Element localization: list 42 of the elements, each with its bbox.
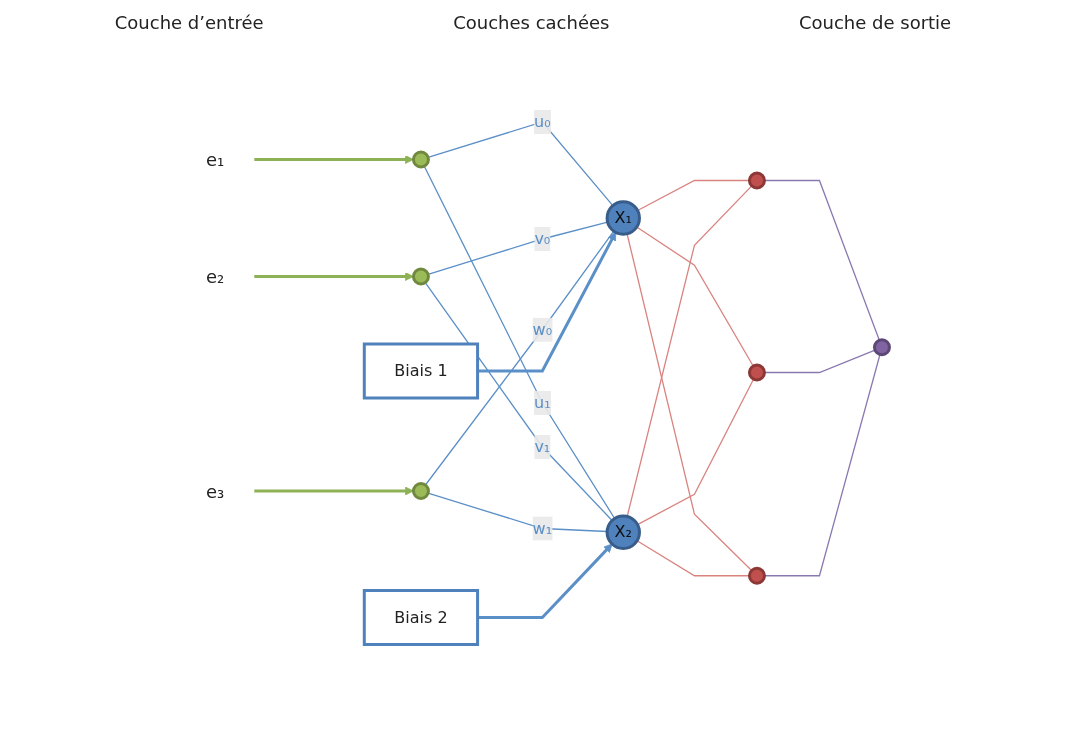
node-text: e₃ (206, 480, 225, 502)
arrow (254, 271, 415, 281)
connector (764, 353, 881, 577)
arrow (477, 543, 613, 619)
node-box: Biais 1 (363, 342, 480, 400)
connector (427, 121, 614, 206)
arrow (254, 154, 415, 164)
connector (424, 281, 614, 521)
node-circle (412, 267, 431, 286)
edge-label: v₀ (534, 228, 551, 248)
arrow (254, 486, 415, 496)
layer-heading: Couches cachées (453, 12, 610, 33)
connector (427, 492, 608, 532)
node-circle (873, 338, 892, 356)
connector (423, 165, 616, 519)
edge-label: w₁ (532, 518, 553, 538)
node-circle (748, 363, 767, 382)
edge-label: w₀ (532, 319, 553, 339)
arrow (477, 231, 617, 373)
connector (626, 185, 753, 517)
node-text: e₂ (206, 265, 225, 287)
node-circle: X₁ (605, 200, 642, 236)
edge-label: u₁ (534, 392, 551, 412)
edge-label: v₁ (534, 436, 551, 456)
node-circle (412, 481, 431, 500)
node-box: Biais 2 (363, 588, 480, 646)
node-circle: X₂ (605, 514, 642, 550)
node-circle (748, 566, 767, 585)
layer-heading: Couche de sortie (798, 12, 952, 33)
connector (637, 378, 755, 526)
node-circle (748, 171, 767, 190)
connector (425, 230, 615, 486)
connector (636, 539, 751, 577)
edge-label: u₀ (534, 111, 551, 131)
node-text: e₁ (206, 148, 225, 170)
node-circle (412, 150, 431, 169)
connector (764, 179, 881, 341)
connector (427, 221, 609, 275)
layer-heading: Couche d’entrée (114, 12, 264, 33)
connector (764, 349, 876, 373)
connector (637, 179, 751, 211)
connector (636, 226, 755, 367)
